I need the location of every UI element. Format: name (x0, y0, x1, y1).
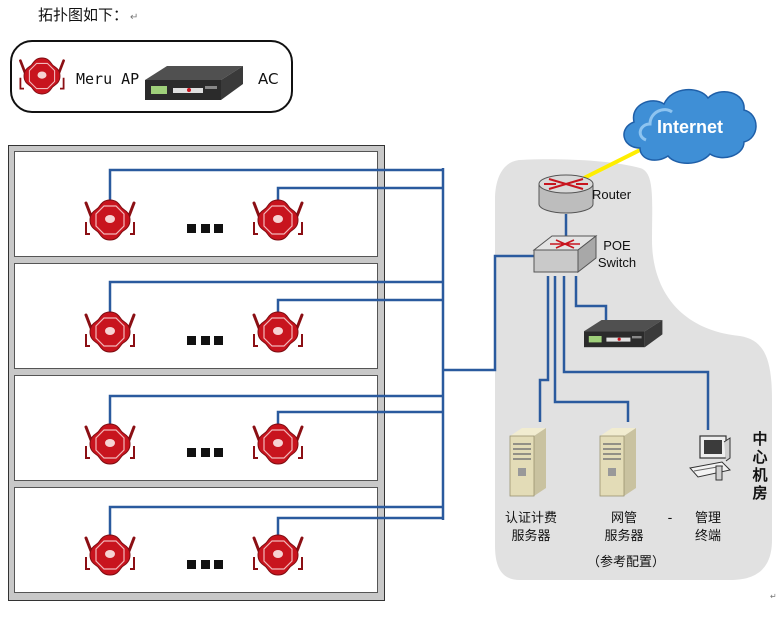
ap-links (108, 168, 710, 536)
legend-ac-label: AC (258, 70, 279, 88)
terminal-label-line2: 终端 (695, 528, 721, 544)
room-label-char4: 房 (752, 484, 767, 502)
meru-ap-icon (252, 310, 304, 354)
meru-ap-icon (84, 198, 136, 242)
terminal-label-line1: 管理 (695, 511, 721, 526)
building (8, 145, 385, 601)
internet-link (583, 148, 641, 180)
switch-label-line1: POE (603, 238, 631, 253)
room-label-char1: 中 (752, 430, 767, 448)
internet-cloud-icon (623, 89, 757, 164)
legend-ap-label: Meru AP (76, 70, 140, 88)
meru-ap-icon (252, 533, 304, 577)
workstation-icon (689, 435, 732, 481)
ellipsis (187, 448, 223, 458)
meru-ap-icon (252, 198, 304, 242)
auth-server-label-line1: 认证计费 (505, 511, 557, 526)
poe-switch-icon (532, 234, 598, 274)
auth-server-label-line2: 服务器 (511, 528, 550, 544)
floor-3 (14, 375, 378, 481)
meru-ap-icon (84, 533, 136, 577)
internet-label: Internet (657, 117, 723, 137)
ellipsis (187, 336, 223, 346)
room-label-char3: 机 (752, 466, 767, 484)
meru-ap-icon (19, 56, 65, 96)
page-title: 拓扑图如下：↵ (38, 6, 139, 24)
floor-2 (14, 263, 378, 369)
nms-server-label-line2: 服务器 (604, 528, 643, 544)
meru-ap-icon (252, 422, 304, 466)
room-label-char2: 心 (752, 448, 767, 466)
ellipsis (187, 560, 223, 570)
switch-label-line2: Switch (598, 255, 636, 270)
legend-box (10, 40, 293, 113)
separator-dash: - (668, 511, 673, 526)
server-icon (509, 427, 547, 497)
nms-server-label-line1: 网管 (611, 511, 637, 526)
meru-ap-icon (84, 310, 136, 354)
paragraph-mark: ↵ (770, 592, 777, 601)
meru-ap-icon (84, 422, 136, 466)
server-icon (599, 427, 637, 497)
ellipsis (187, 224, 223, 234)
ac-controller-icon (145, 66, 243, 100)
router-label: Router (592, 187, 632, 202)
floor-1 (14, 151, 378, 257)
floor-4 (14, 487, 378, 593)
router-icon (538, 174, 594, 214)
reference-note: （参考配置） (587, 554, 665, 570)
